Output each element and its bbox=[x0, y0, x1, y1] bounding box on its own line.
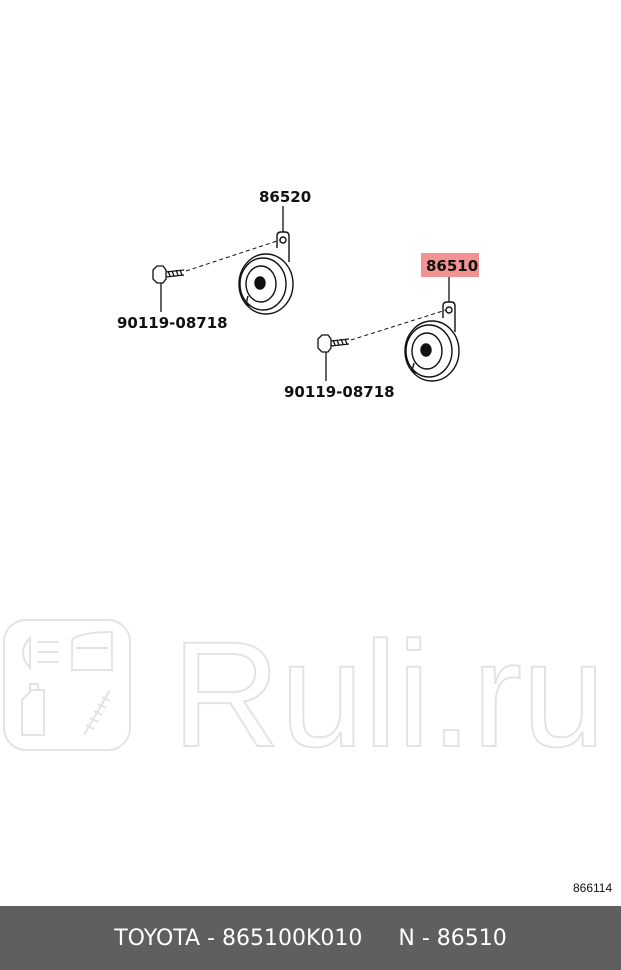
headlight-icon bbox=[22, 635, 58, 671]
footer-ref-number: N - 86510 bbox=[398, 925, 507, 951]
horn-86510 bbox=[404, 301, 460, 382]
label-90119-upper[interactable]: 90119-08718 bbox=[117, 314, 228, 332]
diagram-id: 866114 bbox=[573, 881, 612, 895]
watermark-logo-box bbox=[3, 619, 131, 751]
dash-line-lower bbox=[350, 309, 447, 341]
footer-bar: TOYOTA - 865100K010 N - 86510 bbox=[0, 906, 621, 970]
label-86510[interactable]: 86510 bbox=[426, 257, 478, 275]
horn-diagram: 86520 90119-08718 86510 90119-08718 bbox=[3, 188, 612, 895]
watermark-text: Ruli.ru bbox=[172, 610, 605, 778]
watermark: Ruli.ru bbox=[3, 609, 606, 779]
oil-can-icon bbox=[21, 683, 45, 736]
horn-86520 bbox=[238, 231, 294, 315]
car-door-icon bbox=[71, 630, 113, 671]
bolt-lower bbox=[317, 334, 350, 353]
dash-line-upper bbox=[185, 239, 281, 272]
label-86520[interactable]: 86520 bbox=[259, 188, 311, 206]
label-90119-lower[interactable]: 90119-08718 bbox=[284, 383, 395, 401]
footer-part-number: TOYOTA - 865100K010 bbox=[114, 925, 363, 951]
shock-absorber-icon bbox=[83, 689, 111, 736]
highlight-86510 bbox=[421, 253, 479, 277]
bolt-upper bbox=[152, 265, 185, 284]
